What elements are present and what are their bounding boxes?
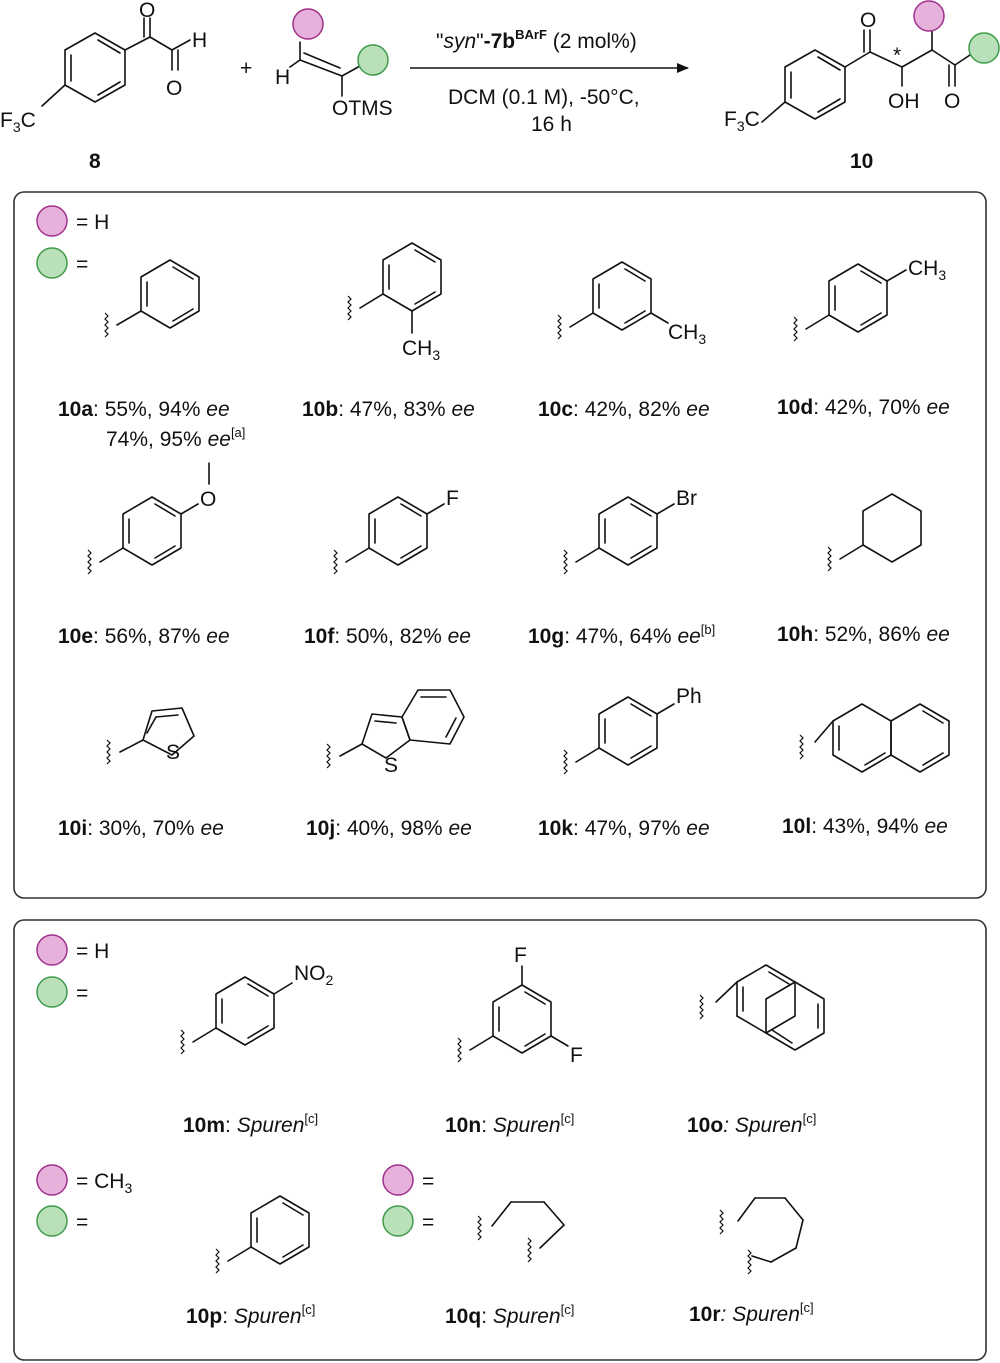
atom-f: F [446,487,459,510]
phenyl-structure [104,259,200,338]
otms-label: OTMS [332,97,393,120]
atom-f: F [570,1044,583,1067]
entry-10j-label: 10j: 40%, 98% ee [306,817,472,840]
atom-br: Br [676,487,697,510]
cyclohexyl-structure [827,493,922,572]
green-legend-marker [36,1205,68,1237]
legend-equals: = [422,1170,434,1193]
o-tolyl-structure [347,242,442,334]
legend-equals-h: = H [76,211,109,234]
f3c-label: F3C [724,108,760,134]
entry-10q-label: 10q: Spuren[c] [445,1302,574,1328]
entry-10p-label: 10p: Spuren[c] [186,1302,315,1328]
atom-f: F [514,944,527,967]
ch3-label: CH3 [668,321,706,347]
ch3-label: CH3 [402,337,440,363]
entry-10e-label: 10e: 56%, 87% ee [58,625,230,648]
entry-10c-label: 10c: 42%, 82% ee [538,398,710,421]
pink-substituent-marker [292,8,324,40]
silyl-enol-ether-structure [289,8,389,97]
entry-10d-label: 10d: 42%, 70% ee [777,396,950,419]
cycloheptyl-fragment-structure [719,1197,804,1275]
catalyst-label: "syn"-7bBArF (2 mol%) [436,27,637,53]
ph-label: Ph [676,685,702,708]
plus-sign: + [240,57,252,80]
naphthyl-structure [799,703,950,773]
product-10-structure [761,0,1000,123]
conditions-line-2: 16 h [531,113,572,136]
entry-10a-extra-label: 74%, 95% ee[a] [106,425,245,451]
no2-label: NO2 [294,962,334,988]
p-nitrophenyl-structure [180,976,293,1055]
product-10-number: 10 [850,150,873,173]
atom-s: S [384,754,398,777]
entry-10h-label: 10h: 52%, 86% ee [777,623,950,646]
green-legend-marker [36,976,68,1008]
phenyl-structure [215,1195,310,1274]
entry-10r-label: 10r: Spuren[c] [689,1300,814,1326]
entry-10n-label: 10n: Spuren[c] [445,1111,574,1137]
p-methoxyphenyl-structure [87,462,210,575]
legend-equals-ch3: = CH3 [76,1170,132,1196]
conditions-line-1: DCM (0.1 M), -50°C, [448,86,640,109]
difluorophenyl-structure [457,965,569,1063]
legend-equals: = [76,1211,88,1234]
legend-equals: = [76,982,88,1005]
p-tolyl-structure [793,263,907,342]
atom-o: O [200,488,216,511]
oh-label: OH [888,90,920,113]
substrate-scope-box-1 [13,191,987,899]
pink-legend-marker [36,1164,68,1196]
pink-legend-marker [36,205,68,237]
atom-o: O [860,9,876,32]
m-tolyl-structure [557,261,669,340]
biphenyl-structure [563,696,675,775]
f3c-label: F3C [0,109,36,135]
legend-equals-h: = H [76,940,109,963]
thienyl-structure [106,707,195,765]
reagent-8-number: 8 [89,150,101,173]
entry-10b-label: 10b: 47%, 83% ee [302,398,475,421]
stereocenter-star: * [893,44,901,67]
entry-10f-label: 10f: 50%, 82% ee [304,625,471,648]
atom-s: S [166,741,180,764]
legend-equals: = [76,253,88,276]
green-legend-marker [382,1205,414,1237]
atom-o: O [139,0,155,22]
substrate-scope-box-2 [13,919,987,1361]
p-bromophenyl-structure [563,496,675,575]
atom-o: O [944,90,960,113]
entry-10l-label: 10l: 43%, 94% ee [782,815,948,838]
entry-10m-label: 10m: Spuren[c] [183,1111,318,1137]
green-substituent-marker [357,44,389,76]
entry-10i-label: 10i: 30%, 70% ee [58,817,224,840]
entry-10g-label: 10g: 47%, 64% ee[b] [528,622,715,648]
pink-legend-marker [36,934,68,966]
tethered-chain-structure [477,1201,565,1263]
pink-legend-marker [382,1164,414,1196]
pink-substituent-marker [913,0,945,32]
entry-10a-label: 10a: 55%, 94% ee [58,398,230,421]
atom-h: H [275,66,290,89]
benzothienyl-structure [326,689,465,769]
atom-h: H [192,29,207,52]
ch3-label: CH3 [908,257,946,283]
entry-10o-label: 10o: Spuren[c] [687,1111,816,1137]
1-naphthyl-structure [699,964,825,1051]
green-legend-marker [36,247,68,279]
green-substituent-marker [968,32,1000,64]
reagent-8-structure [41,17,191,107]
atom-o: O [166,77,182,100]
entry-10k-label: 10k: 47%, 97% ee [538,817,710,840]
legend-equals: = [422,1211,434,1234]
p-fluorophenyl-structure [333,496,445,575]
